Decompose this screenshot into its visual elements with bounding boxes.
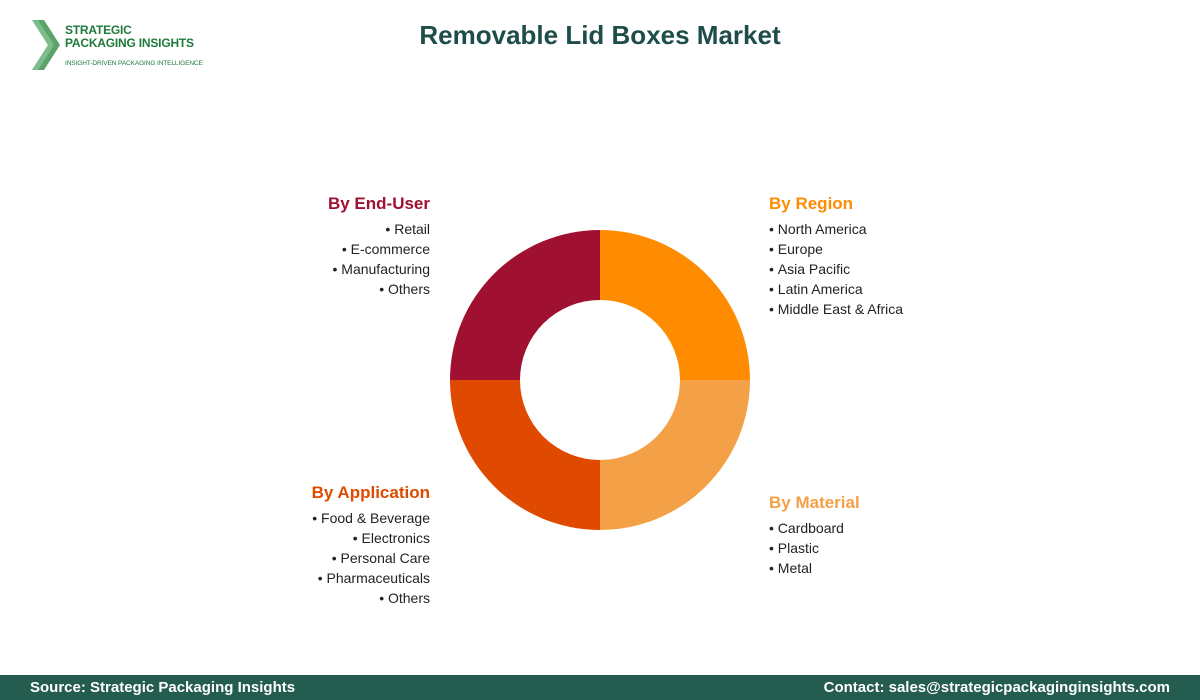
segment-title-application: By Application — [311, 483, 430, 502]
footer-bar: Source: Strategic Packaging Insights Con… — [0, 675, 1200, 700]
list-item: Personal Care — [170, 548, 431, 568]
segment-application: By Application Food & Beverage Electroni… — [170, 482, 430, 608]
page-title: Removable Lid Boxes Market — [419, 20, 781, 50]
logo: STRATEGIC PACKAGING INSIGHTS INSIGHT-DRI… — [30, 18, 230, 72]
list-item: Pharmaceuticals — [170, 568, 431, 588]
donut-segment-region — [600, 230, 750, 380]
segment-list-end-user: Retail E-commerce Manufacturing Others — [170, 219, 430, 299]
list-item: Others — [170, 279, 430, 299]
list-item: North America — [769, 219, 1029, 239]
list-item: Manufacturing — [170, 259, 430, 279]
footer-source: Source: Strategic Packaging Insights — [30, 679, 296, 696]
donut-segment-material — [600, 380, 750, 530]
list-item: Metal — [769, 558, 1029, 578]
list-item: Cardboard — [769, 518, 1029, 538]
segment-list-region: North America Europe Asia Pacific Latin … — [769, 219, 1029, 319]
segment-title-material: By Material — [769, 493, 860, 512]
list-item: Middle East & Africa — [769, 299, 1029, 319]
list-item: Retail — [170, 219, 430, 239]
list-item: Europe — [769, 239, 1029, 259]
list-item: Plastic — [769, 538, 1029, 558]
segment-end-user: By End-User Retail E-commerce Manufactur… — [170, 193, 430, 299]
segment-list-application: Food & Beverage Electronics Personal Car… — [170, 508, 430, 608]
segment-title-region: By Region — [769, 194, 854, 213]
list-item: E-commerce — [170, 239, 430, 259]
logo-name: STRATEGIC PACKAGING INSIGHTS — [65, 23, 194, 50]
logo-chevron-icon — [32, 20, 60, 70]
list-item: Electronics — [170, 528, 430, 548]
footer-contact[interactable]: Contact: sales@strategicpackaginginsight… — [823, 679, 1170, 696]
donut-segment-application — [450, 380, 600, 530]
list-item: Asia Pacific — [769, 259, 1029, 279]
segment-list-material: Cardboard Plastic Metal — [769, 518, 1029, 578]
list-item: Food & Beverage — [170, 508, 430, 528]
segment-donut — [450, 230, 750, 530]
segment-title-end-user: By End-User — [327, 194, 430, 213]
list-item: Latin America — [769, 279, 1029, 299]
segment-region: By Region North America Europe Asia Paci… — [769, 193, 1029, 319]
logo-tagline: INSIGHT-DRIVEN PACKAGING INTELLIGENCE — [65, 60, 203, 67]
segment-material: By Material Cardboard Plastic Metal — [769, 492, 1029, 578]
donut-segment-end-user — [450, 230, 600, 380]
list-item: Others — [170, 588, 430, 608]
